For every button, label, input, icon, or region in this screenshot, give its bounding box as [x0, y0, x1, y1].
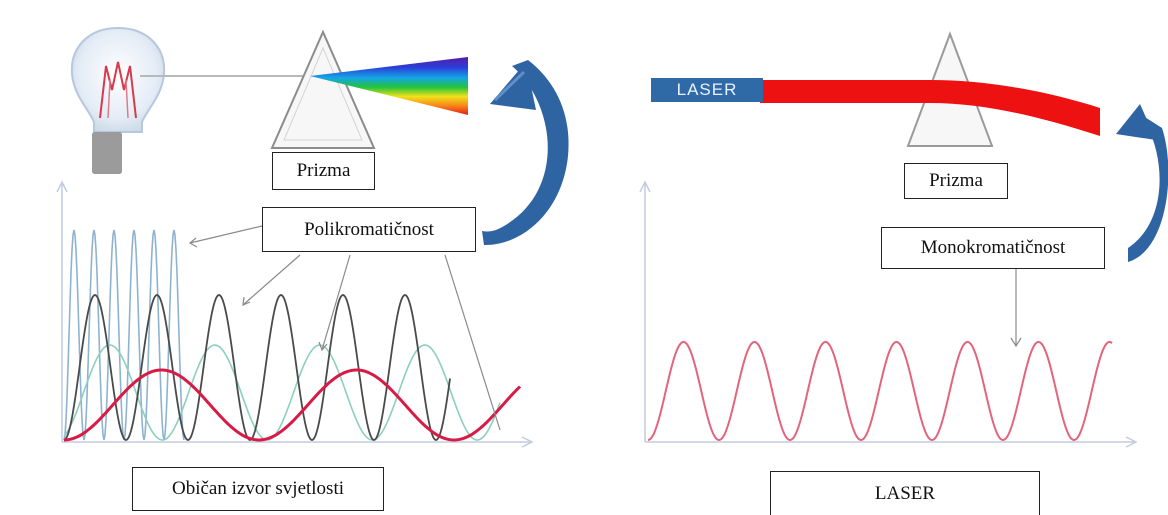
red-wave	[63, 368, 522, 442]
left-axes	[56, 180, 534, 448]
ordinary-source-label: Običan izvor svjetlosti	[132, 467, 384, 511]
prism-label-left: Prizma	[272, 152, 375, 190]
right-axes	[639, 180, 1138, 448]
curved-arrow-icon	[1116, 104, 1168, 262]
pointer-lines	[188, 225, 501, 431]
teal-wave	[63, 344, 501, 441]
dark-wave	[63, 294, 451, 441]
mono-wave	[647, 341, 1113, 442]
prism-icon	[270, 29, 376, 149]
laser-source-tag: LASER	[651, 78, 763, 102]
light-bulb-icon	[70, 26, 166, 174]
blue-wave	[63, 229, 185, 441]
spectrum-fan	[310, 57, 468, 115]
laser-beam	[760, 80, 1100, 136]
left-panel	[56, 26, 569, 448]
mono-pointer	[1010, 268, 1022, 348]
prism-label-right: Prizma	[904, 163, 1008, 199]
curved-arrow-icon	[482, 60, 569, 246]
right-panel	[639, 31, 1168, 448]
laser-bottom-label: LASER	[770, 471, 1040, 515]
monochromaticity-label: Monokromatičnost	[881, 227, 1105, 269]
polychromaticity-label: Polikromatičnost	[262, 207, 476, 252]
